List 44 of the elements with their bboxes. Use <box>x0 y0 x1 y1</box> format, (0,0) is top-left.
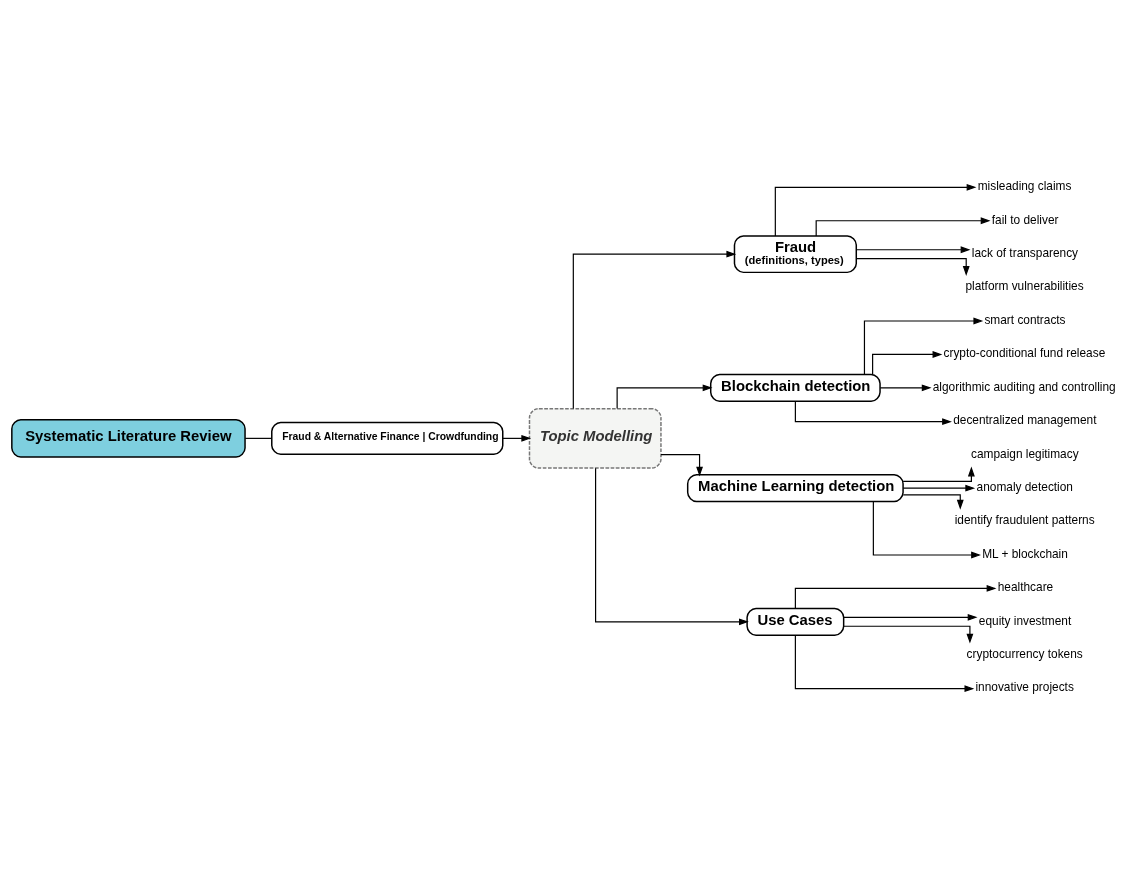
arrow <box>843 613 978 621</box>
node-text: platform vulnerabilities <box>965 279 1084 294</box>
arrow <box>855 258 970 276</box>
node-text: crypto-conditional fund release <box>943 346 1106 361</box>
arrow <box>572 250 737 410</box>
connector <box>244 437 273 439</box>
node-text: equity investment <box>978 613 1072 628</box>
arrow <box>872 501 981 559</box>
node-text: lack of transparency <box>971 246 1079 260</box>
arrow <box>774 183 977 237</box>
arrow <box>794 634 975 693</box>
node-text: healthcare <box>997 580 1054 595</box>
arrow <box>855 246 971 254</box>
arrow <box>794 400 952 426</box>
node-box: Systematic Literature Review <box>11 419 246 458</box>
arrow <box>660 454 703 477</box>
node-text: algorithmic auditing and controlling <box>932 379 1116 394</box>
node-box: Machine Learning detection <box>686 474 904 503</box>
node-text: smart contracts <box>984 312 1066 327</box>
arrow <box>902 494 964 510</box>
node-box: Use Cases <box>746 607 845 636</box>
node-box: Topic Modelling <box>528 407 662 469</box>
arrow <box>872 351 943 376</box>
node-text: innovative projects <box>975 680 1074 695</box>
arrow <box>902 484 976 492</box>
arrow <box>616 384 713 409</box>
node-text: anomaly detection <box>976 479 1073 494</box>
node-box: Blockchain detection <box>709 373 881 402</box>
node-box: Fraud & Alternative Finance | Crowdfunding <box>271 421 504 456</box>
arrow <box>502 434 532 442</box>
arrow <box>595 467 749 626</box>
node-text: campaign legitimacy <box>971 446 1079 461</box>
arrow <box>902 466 975 483</box>
node-text: fail to deliver <box>991 212 1059 227</box>
node-box: Fraud (definitions, types) <box>733 235 858 274</box>
node-text: decentralized management <box>953 413 1097 428</box>
arrow <box>794 584 997 609</box>
arrow <box>879 384 932 392</box>
arrow <box>843 625 974 644</box>
node-text: cryptocurrency tokens <box>966 647 1083 662</box>
node-text: misleading claims <box>977 179 1072 194</box>
node-text: identify fraudulent patterns <box>954 513 1095 528</box>
node-text: ML + blockchain <box>982 546 1068 561</box>
arrow <box>863 317 984 375</box>
